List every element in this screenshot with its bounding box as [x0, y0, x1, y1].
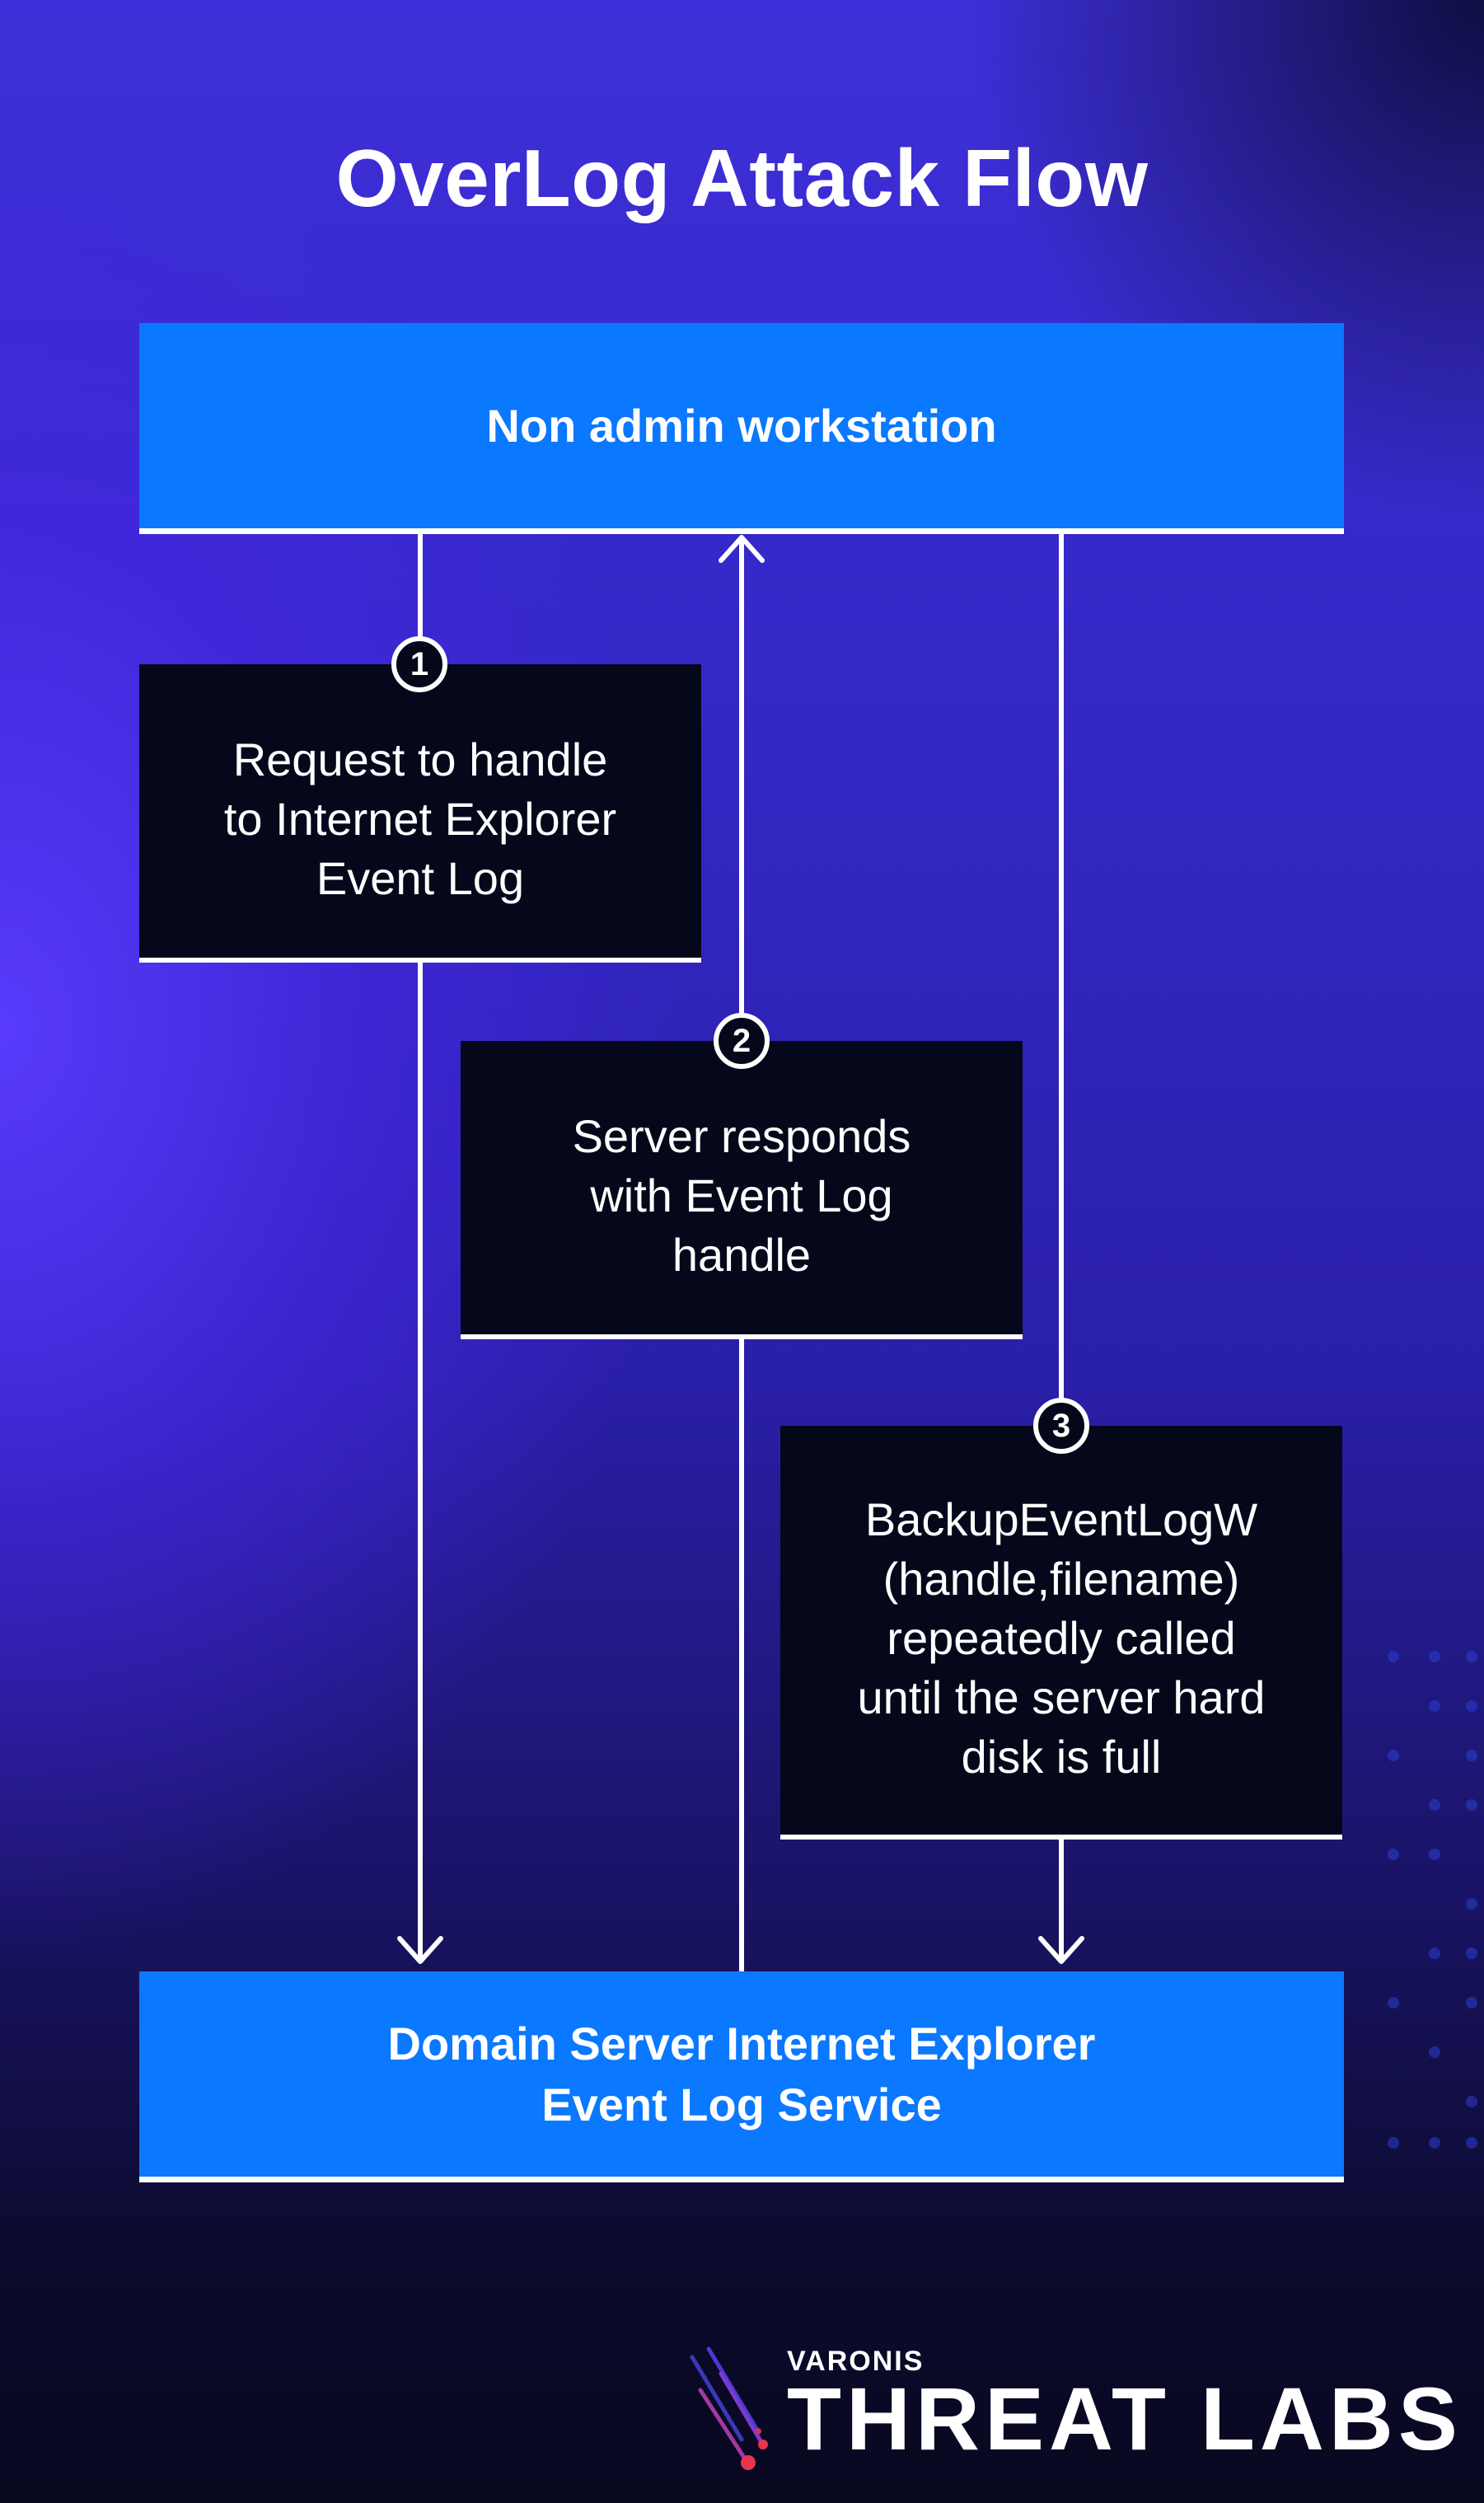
logo-product: THREAT LABS: [787, 2369, 1463, 2468]
server-label: Domain Server Internet Explorer Event Lo…: [387, 2017, 1096, 2130]
step-3-text: BackupEventLogW (handle,filename) repeat…: [857, 1493, 1266, 1783]
step3-arrowhead: [1038, 1936, 1084, 1964]
logo-brand: VARONIS: [787, 2346, 925, 2377]
step-1-badge: 1: [391, 636, 447, 692]
step-1-text: Request to handle to Internet Explorer E…: [223, 734, 617, 904]
step-2-badge: 2: [714, 1013, 770, 1069]
step-3-badge: 3: [1033, 1398, 1089, 1454]
step-3-box: BackupEventLogW (handle,filename) repeat…: [780, 1426, 1342, 1840]
varonis-threat-labs-logo: VARONIS THREAT LABS: [684, 2341, 1458, 2473]
step2-arrowhead: [719, 535, 765, 563]
step-1-box: Request to handle to Internet Explorer E…: [139, 664, 701, 963]
step-2-text: Server responds with Event Log handle: [572, 1110, 911, 1281]
step-2-box: Server responds with Event Log handle: [461, 1041, 1023, 1339]
workstation-label: Non admin workstation: [486, 399, 997, 452]
workstation-node: Non admin workstation: [139, 323, 1344, 534]
meteor-icon: [690, 2346, 768, 2470]
step1-arrowhead: [397, 1936, 443, 1964]
decorative-dots: [1388, 1651, 1477, 2149]
diagram-title: OverLog Attack Flow: [335, 133, 1149, 223]
server-node: Domain Server Internet Explorer Event Lo…: [139, 1971, 1344, 2182]
